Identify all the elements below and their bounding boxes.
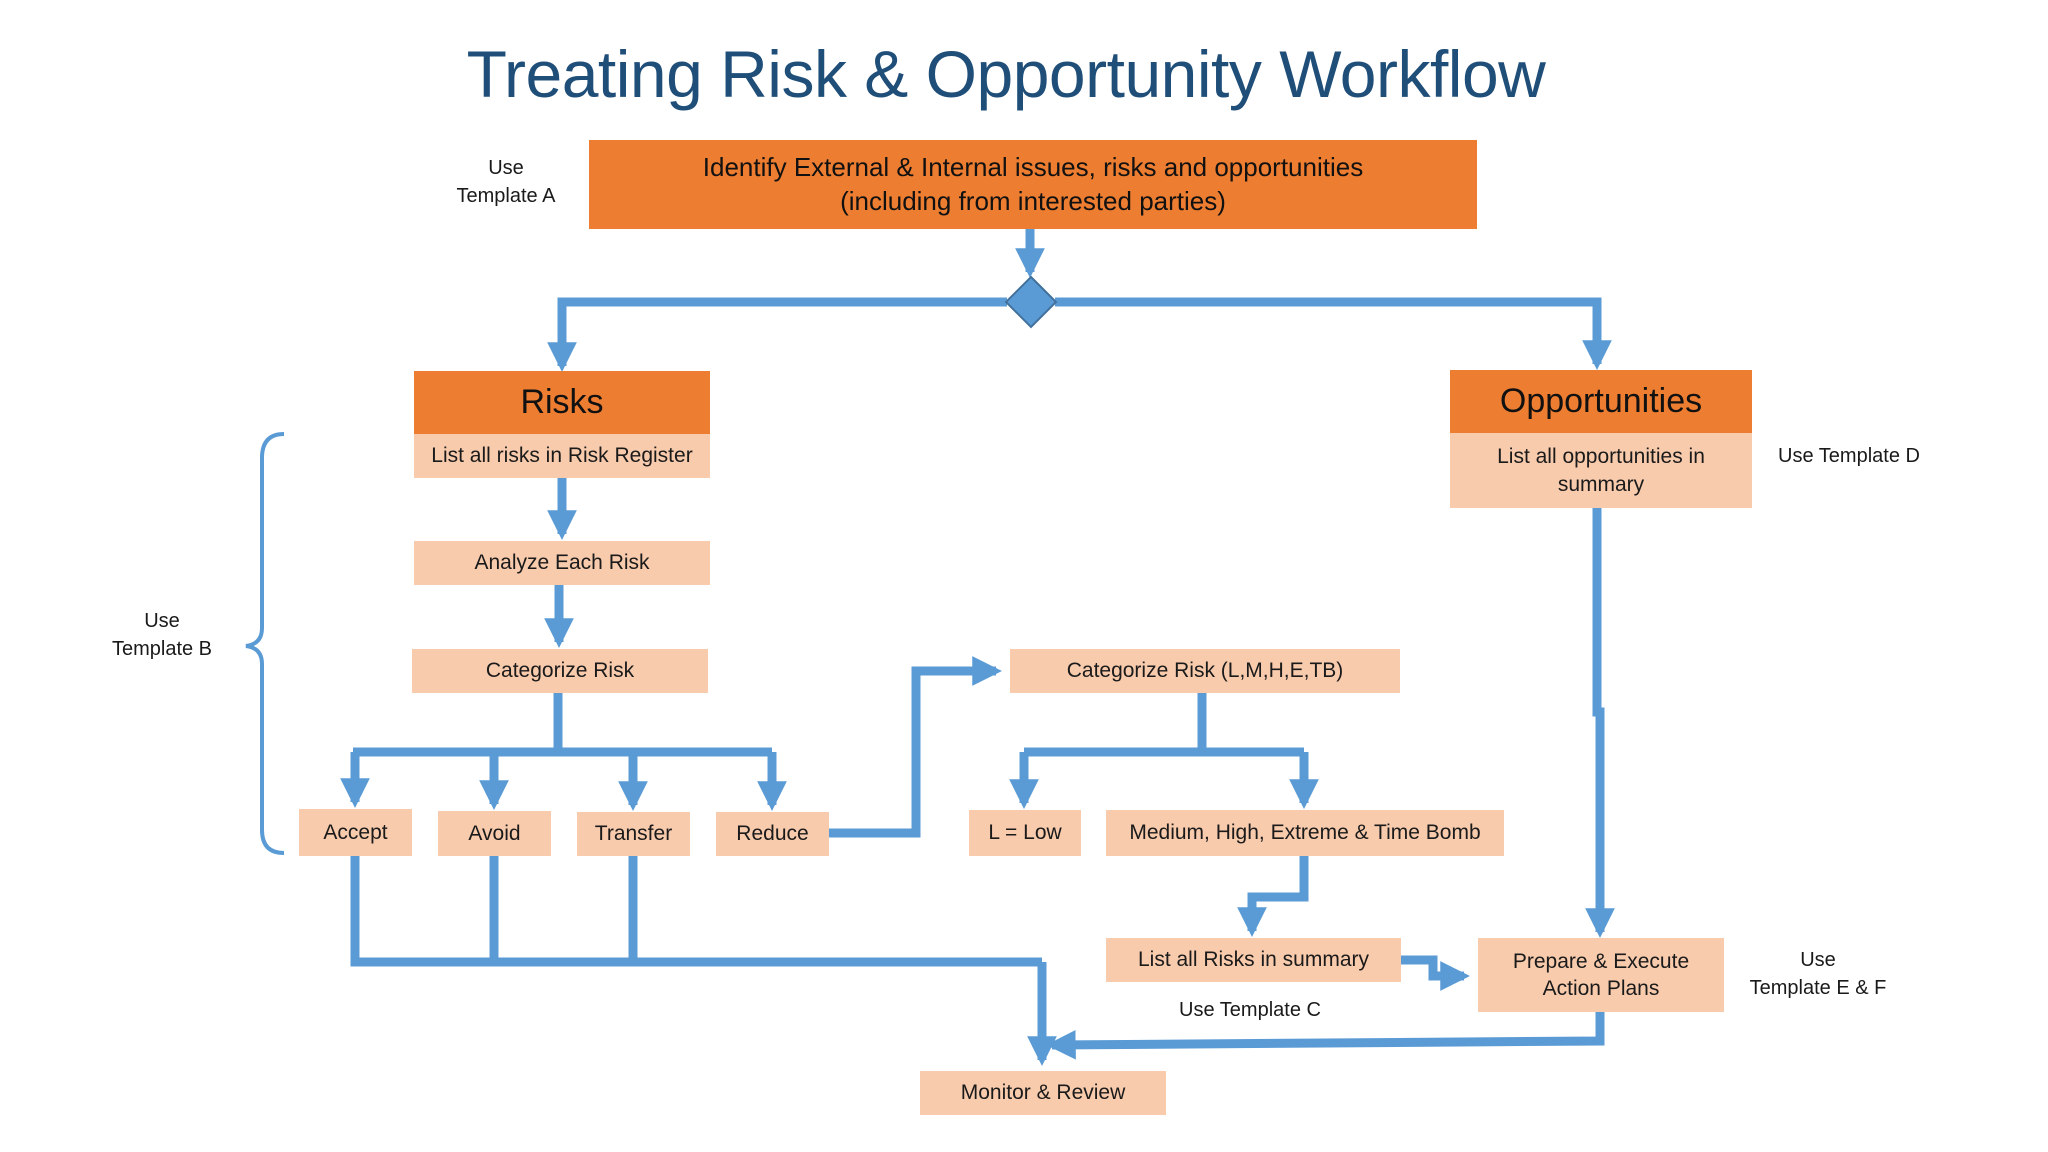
arrow-mhe-to-summary xyxy=(1237,856,1309,937)
decision-diamond xyxy=(1004,275,1058,329)
risks-header: Risks xyxy=(414,371,710,434)
page-title: Treating Risk & Opportunity Workflow xyxy=(466,37,1546,111)
transfer-box: Transfer xyxy=(577,812,690,856)
template-b-note: Use Template B xyxy=(111,610,213,660)
template-b-bracket xyxy=(245,432,285,855)
identify-issues-box: Identify External & Internal issues, ris… xyxy=(589,140,1477,229)
monitor-review-box: Monitor & Review xyxy=(920,1071,1166,1115)
template-c-note: Use Template C xyxy=(1179,999,1321,1021)
categorize-risk-lmh-box: Categorize Risk (L,M,H,E,TB) xyxy=(1010,649,1400,693)
template-a-note: Use Template A xyxy=(456,157,556,207)
line-lmh-branch xyxy=(1024,693,1304,757)
arrow-prepare-to-monitor xyxy=(1046,1012,1605,1060)
list-opportunities-box: List all opportunities in summary xyxy=(1450,433,1752,508)
list-risks-register-box: List all risks in Risk Register xyxy=(414,434,710,478)
arrow-decision-to-risks xyxy=(547,297,1007,372)
arrow-summary-to-prepare xyxy=(1401,955,1470,991)
arrow-decision-to-opportunities xyxy=(1055,297,1612,370)
arrow-opportunities-to-prepare xyxy=(1585,508,1615,938)
arrow-reduce-to-categorize-lmh xyxy=(829,656,1002,838)
prepare-execute-box: Prepare & Execute Action Plans xyxy=(1478,938,1724,1012)
template-ef-note: Use Template E & F xyxy=(1749,949,1887,999)
low-risk-box: L = Low xyxy=(969,810,1081,856)
analyze-each-risk-box: Analyze Each Risk xyxy=(414,541,710,585)
template-d-note: Use Template D xyxy=(1778,445,1920,467)
accept-box: Accept xyxy=(299,809,412,856)
avoid-box: Avoid xyxy=(438,811,551,856)
categorize-risk-box: Categorize Risk xyxy=(412,649,708,693)
opportunities-header: Opportunities xyxy=(1450,370,1752,433)
reduce-box: Reduce xyxy=(716,812,829,856)
line-categorize-branch xyxy=(353,693,772,757)
line-accept-avoid-transfer-join xyxy=(350,856,1042,967)
medium-high-extreme-box: Medium, High, Extreme & Time Bomb xyxy=(1106,810,1504,856)
list-risks-summary-box: List all Risks in summary xyxy=(1106,938,1401,982)
